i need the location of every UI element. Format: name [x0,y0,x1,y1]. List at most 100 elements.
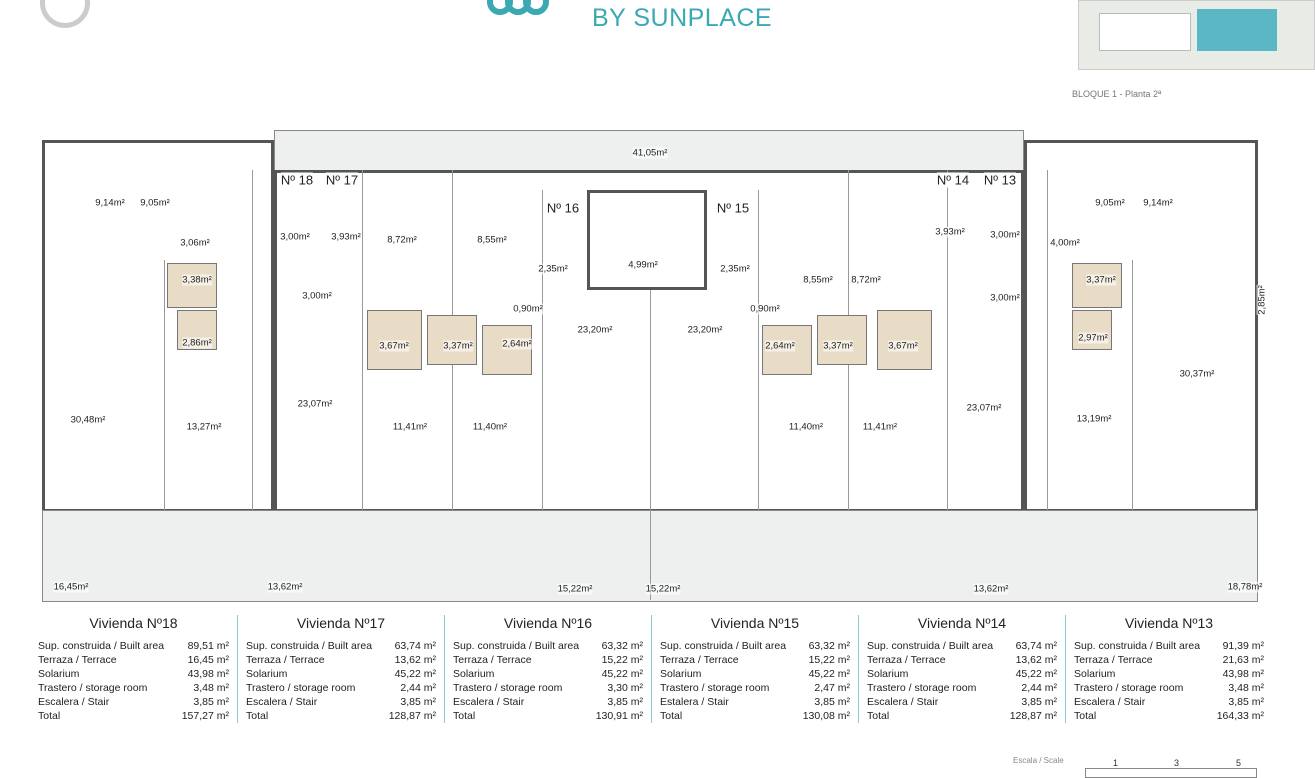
unit-title: Vivienda Nº14 [917,615,1007,631]
room-area-label: 9,05m² [140,197,170,209]
room-area-label: 8,72m² [851,274,881,286]
area-label: Sup. construida / Built area [246,640,373,652]
scale-label: Escala / Scale [1013,756,1064,765]
room-area-label: 9,05m² [1095,197,1125,209]
room-area-label: 13,62m² [973,583,1009,595]
area-label: Escalera / Stair [453,696,525,708]
area-value: 15,22 m² [808,654,850,666]
block-floor-label: BLOQUE 1 - Planta 2ª [1072,89,1162,99]
room-area-label: 8,55m² [477,234,507,246]
area-label: Sup. construida / Built area [867,640,994,652]
area-label: Trastero / storage room [246,682,356,694]
area-row: Total 130,08 m² [660,709,850,723]
scale-tick: 1 [1113,758,1119,768]
scale-tick: 3 [1174,758,1180,768]
area-value: 45,22 m² [394,668,436,680]
area-label: Estalera / Stair [660,696,729,708]
room-area-label: 2,64m² [765,340,795,352]
area-value: 63,74 m² [1015,640,1057,652]
room-area-label: 3,00m² [990,229,1020,241]
area-label: Solarium [246,668,288,680]
room-area-label: 11,41m² [392,421,428,433]
room-area-label: 3,00m² [280,231,310,243]
room-area-label: 23,07m² [297,398,333,410]
area-value: 3,85 m² [1228,696,1264,708]
area-value: 128,87 m² [1009,710,1057,722]
scale-bar [1085,768,1257,778]
area-row: Solarium 45,22 m² [246,667,436,681]
brand-name: BY SUNPLACE [592,4,773,32]
area-label: Escalera / Stair [1074,696,1146,708]
unit-number-label: Nº 18 [280,172,314,188]
area-label: Total [660,710,683,722]
area-label: Terraza / Terrace [246,654,325,666]
room-area-label: 4,00m² [1050,237,1080,249]
unit-number-label: Nº 16 [546,200,580,216]
room-area-label: 2,97m² [1078,332,1108,344]
area-value: 130,08 m² [802,710,850,722]
area-row: Escalera / Stair 3,85 m² [867,695,1057,709]
area-row: Escalera / Stair 3,85 m² [453,695,643,709]
room-area-label: 23,07m² [966,402,1002,414]
area-label: Trastero / storage room [660,682,770,694]
room-area-label: 3,67m² [379,340,409,352]
unit-number-label: Nº 13 [983,172,1017,188]
area-value: 164,33 m² [1216,710,1264,722]
area-row: Total 128,87 m² [867,709,1057,723]
room-area-label: 23,20m² [577,324,613,336]
area-value: 15,22 m² [601,654,643,666]
stair-core [587,190,707,290]
room-area-label: 30,48m² [70,414,106,426]
area-value: 43,98 m² [187,668,229,680]
room-area-label: 3,93m² [935,226,965,238]
area-value: 63,74 m² [394,640,436,652]
area-value: 3,85 m² [1021,696,1057,708]
area-label: Total [246,710,269,722]
area-label: Escalera / Stair [38,696,110,708]
area-label: Terraza / Terrace [453,654,532,666]
area-label: Sup. construida / Built area [453,640,580,652]
area-value: 3,85 m² [400,696,436,708]
room-area-label: 11,40m² [472,421,508,433]
brand-logo [487,0,549,15]
room-area-label: 0,90m² [750,303,780,315]
room-area-label: 8,55m² [803,274,833,286]
area-value: 21,63 m² [1222,654,1264,666]
area-label: Escalera / Stair [867,696,939,708]
north-compass-icon [40,0,90,28]
area-label: Total [867,710,890,722]
room-area-label: 3,00m² [302,290,332,302]
area-value: 130,91 m² [595,710,643,722]
room-area-label: 3,37m² [1086,274,1116,286]
room-area-label: 2,64m² [502,338,532,350]
area-label: Terraza / Terrace [867,654,946,666]
area-value: 3,85 m² [607,696,643,708]
area-value: 45,22 m² [601,668,643,680]
area-row: Escalera / Stair 3,85 m² [1074,695,1264,709]
room-area-label: 3,37m² [443,340,473,352]
site-plan-thumbnail [1078,0,1315,70]
room-area-label: 8,72m² [387,234,417,246]
area-value: 45,22 m² [1015,668,1057,680]
unit-title: Vivienda Nº13 [1124,615,1214,631]
area-value: 3,85 m² [193,696,229,708]
room-area-label: 23,20m² [687,324,723,336]
area-value: 89,51 m² [187,640,229,652]
area-value: 128,87 m² [388,710,436,722]
